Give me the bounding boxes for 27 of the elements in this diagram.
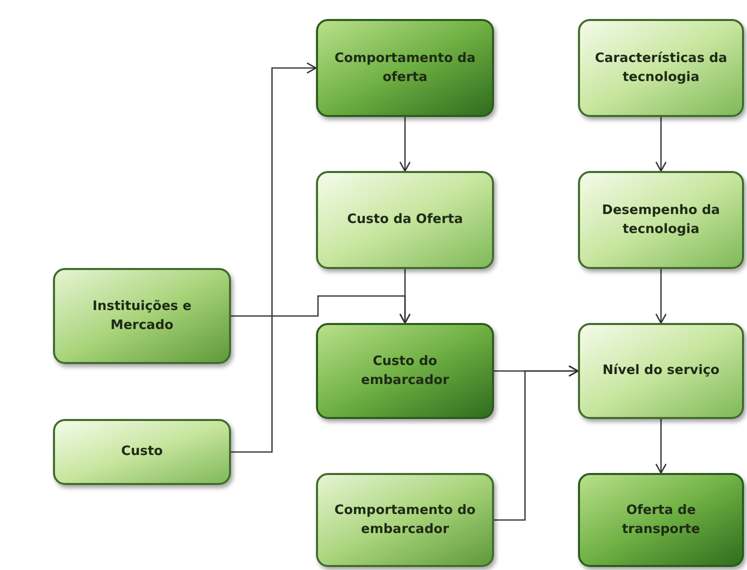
- arrow: [655, 268, 667, 324]
- process-box: [578, 171, 744, 269]
- box-label: Instituições e Mercado: [92, 298, 192, 335]
- arrow: [494, 365, 579, 521]
- process-box: [53, 419, 231, 485]
- box-label: Características da tecnologia: [594, 50, 728, 87]
- process-box: [316, 171, 494, 269]
- box-label: Comportamento do embarcador: [333, 502, 477, 539]
- arrow: [231, 295, 411, 324]
- box-label: Comportamento da oferta: [333, 50, 477, 87]
- process-box: [53, 268, 231, 364]
- arrow: [655, 116, 667, 172]
- arrow: [231, 62, 317, 453]
- arrow: [399, 116, 411, 172]
- process-box: [316, 19, 494, 117]
- box-label: Nível do serviço: [602, 362, 720, 380]
- box-label: Oferta de transporte: [620, 502, 702, 539]
- arrow: [655, 418, 667, 474]
- box-label: Custo da Oferta: [347, 211, 463, 230]
- box-label: Custo: [121, 443, 163, 462]
- process-box: [316, 323, 494, 419]
- process-box: [316, 473, 494, 567]
- box-label: Desempenho da tecnologia: [601, 202, 721, 239]
- process-box: [578, 473, 744, 567]
- process-box: [578, 323, 744, 419]
- box-label: Custo do embarcador: [360, 352, 450, 390]
- process-box: [578, 19, 744, 117]
